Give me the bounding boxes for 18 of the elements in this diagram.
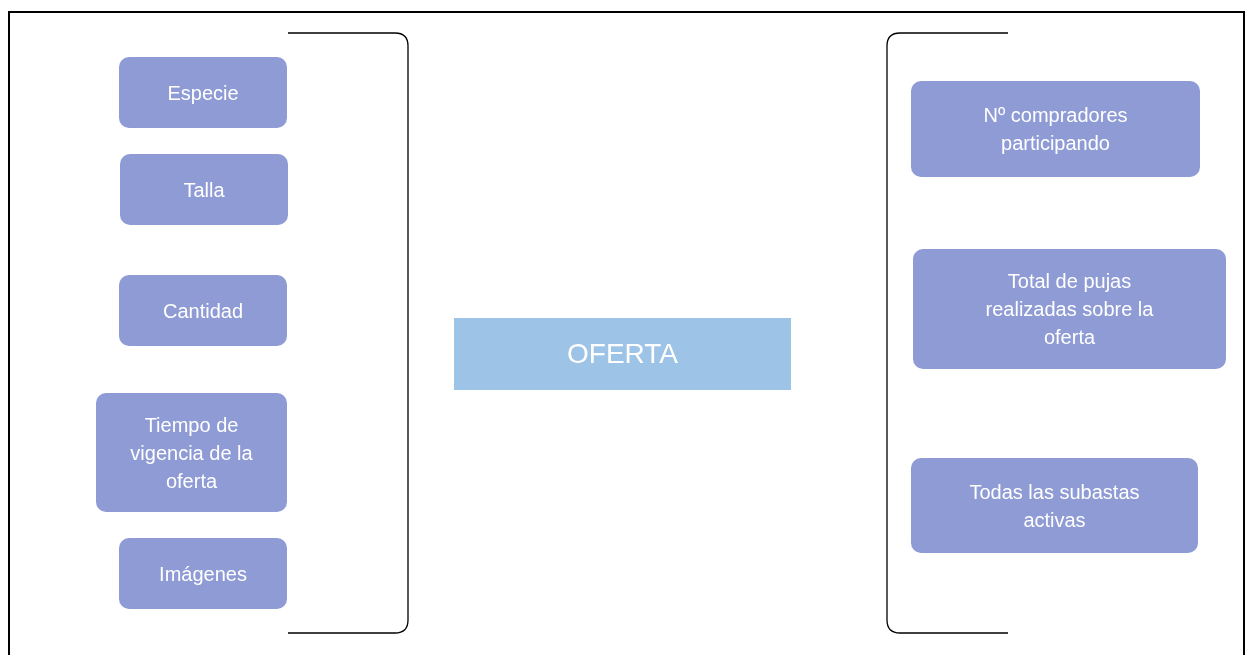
box-label: Nº compradores participando [982, 103, 1129, 156]
attribute-box [913, 249, 1226, 369]
box-label: Cantidad [162, 298, 244, 324]
attribute-box [120, 154, 288, 225]
box-label: OFERTA [567, 338, 678, 370]
box-label: Todas las subastas activas [968, 479, 1141, 533]
attribute-box [911, 81, 1200, 177]
box-label: Imágenes [159, 561, 247, 587]
box-label: Talla [183, 177, 225, 203]
box-label: Total de pujas realizadas sobre la oferta [984, 269, 1155, 350]
attribute-box [119, 275, 287, 346]
box-label: Tiempo de vigencia de la oferta [129, 412, 254, 494]
attribute-box [911, 458, 1198, 553]
attribute-box [119, 538, 287, 609]
box-label: Especie [167, 80, 239, 106]
attribute-box [119, 57, 287, 128]
title-box [454, 318, 791, 390]
attribute-box [96, 393, 287, 512]
